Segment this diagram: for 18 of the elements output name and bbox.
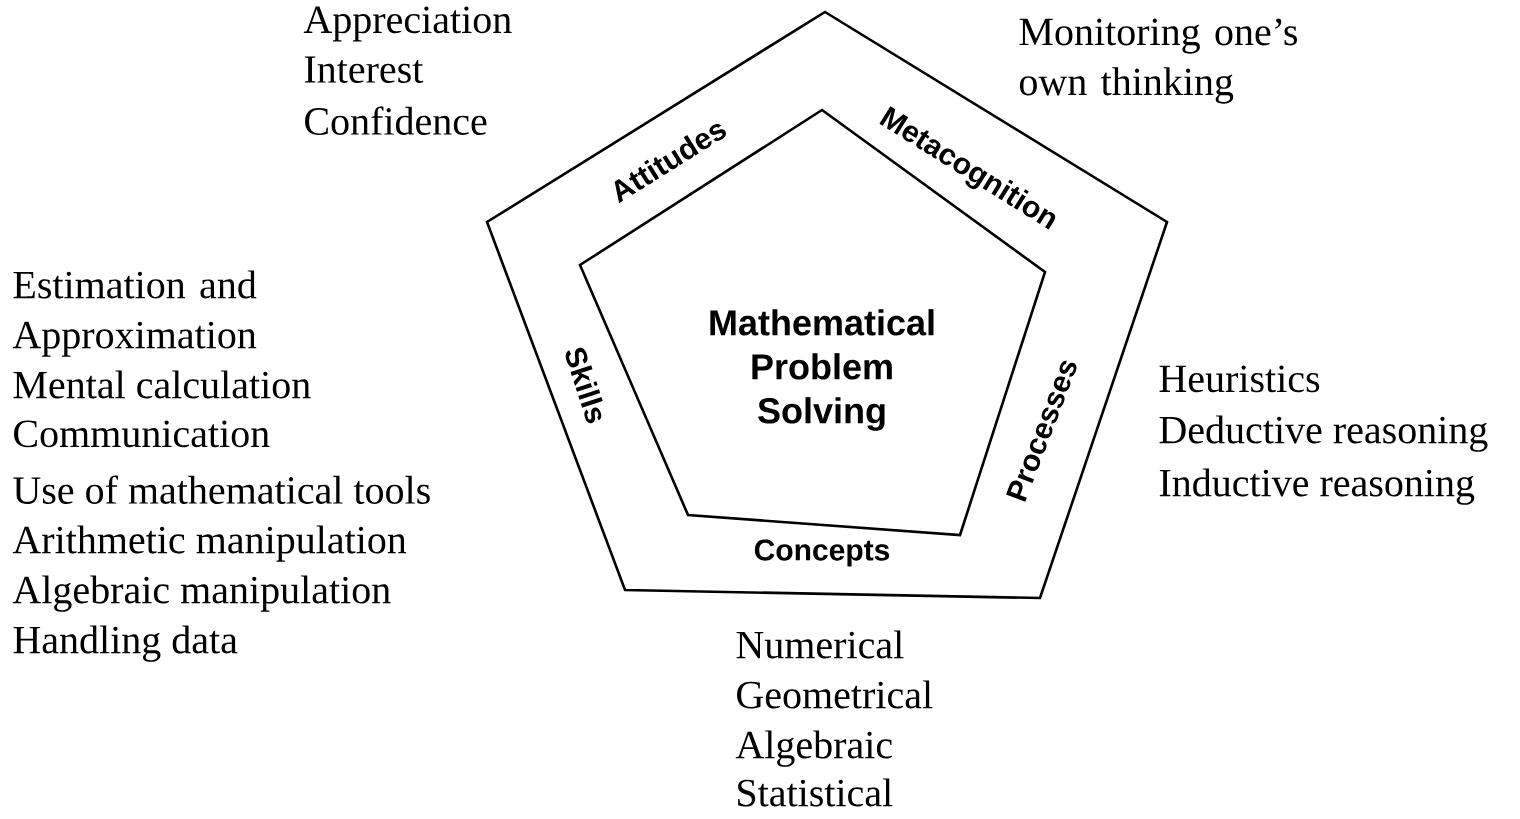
label-text: Monitoring one’s own thinking — [1019, 18, 1297, 104]
label-text: Heuristics — [1159, 365, 1320, 393]
label-text: Use of mathematical tools — [13, 475, 430, 504]
label-text: Confidence — [305, 106, 487, 135]
label-text: Handling data — [13, 625, 238, 662]
label-text: Estimation and Approximation — [12, 270, 257, 357]
label-text: Geometrical — [737, 680, 933, 709]
label-text: Algebraic — [735, 730, 892, 767]
label-text: Mental calculation — [13, 370, 311, 399]
label-text: Inductive reasoning — [1159, 468, 1475, 505]
label-text: Arithmetic manipulation — [12, 525, 407, 562]
label-text: Appreciation — [303, 6, 512, 42]
label-text: Deductive reasoning — [1159, 415, 1488, 452]
label-text: Communication — [14, 420, 270, 448]
label-text: Statistical — [738, 778, 893, 807]
label-text: Interest — [304, 56, 424, 83]
label-text: Algebraic manipulation — [12, 575, 391, 612]
label-text: Numerical — [736, 630, 904, 659]
